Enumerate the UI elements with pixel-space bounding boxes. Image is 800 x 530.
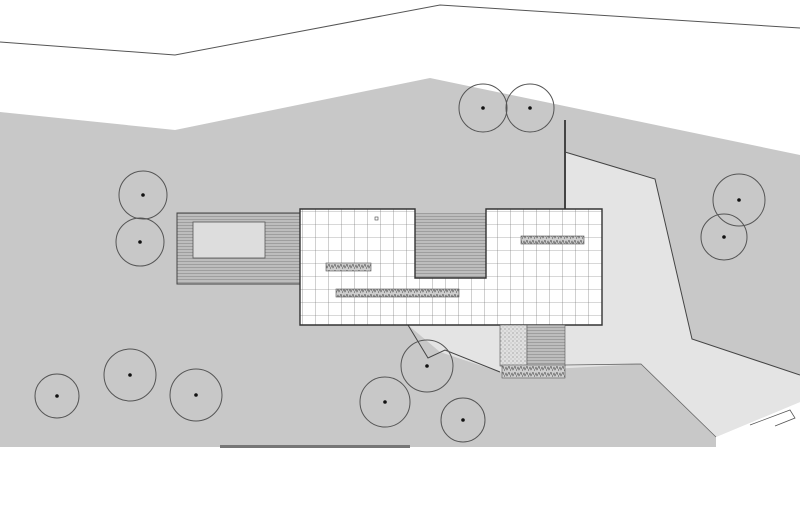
tree-canopy: [440, 397, 486, 443]
entry-planter: [501, 364, 566, 379]
skylight-marker: [374, 216, 379, 221]
tree-canopy-icon: [103, 348, 157, 402]
tree-canopy-icon: [34, 373, 80, 419]
planter-1: [325, 262, 372, 272]
ground-white: [0, 447, 800, 530]
tree-canopy: [505, 83, 555, 133]
planter-3: [520, 235, 585, 245]
courtyard-deck: [415, 213, 486, 279]
driveway-edge: [564, 151, 800, 376]
entry-steps: [526, 324, 566, 367]
tree-canopy: [103, 348, 157, 402]
tree-canopy-icon: [359, 376, 411, 428]
tree-canopy-icon: [118, 170, 168, 220]
tree-canopy-icon: [400, 339, 454, 393]
property-boundary-line: [0, 4, 800, 56]
entry-gravel: [499, 324, 528, 367]
west-deck-inset: [192, 221, 266, 259]
trees: [34, 83, 766, 443]
tree-canopy: [359, 376, 411, 428]
tree-trunk: [737, 198, 741, 202]
tree-canopy: [458, 83, 508, 133]
tree-canopy: [118, 170, 168, 220]
tree-canopy-icon: [458, 83, 508, 133]
tree-trunk: [128, 373, 132, 377]
tree-canopy: [115, 217, 165, 267]
tree-canopy-icon: [115, 217, 165, 267]
tree-canopy-icon: [700, 213, 748, 261]
tree-canopy-icon: [440, 397, 486, 443]
tree-trunk: [194, 393, 198, 397]
planter-2: [335, 288, 460, 298]
tree-trunk: [138, 240, 142, 244]
tree-trunk: [425, 364, 429, 368]
tree-canopy: [712, 173, 766, 227]
tree-canopy-icon: [505, 83, 555, 133]
tree-canopy: [34, 373, 80, 419]
gate-line: [749, 409, 796, 427]
tree-trunk: [461, 418, 465, 422]
tree-canopy-icon: [712, 173, 766, 227]
tree-trunk: [383, 400, 387, 404]
tree-trunk: [722, 235, 726, 239]
tree-trunk: [481, 106, 485, 110]
building: [176, 208, 603, 379]
driveway-lower: [716, 402, 800, 447]
lower-terrace-edge: [564, 363, 717, 438]
bottom-wall: [220, 445, 410, 448]
tree-canopy: [700, 213, 748, 261]
tree-canopy: [400, 339, 454, 393]
tree-trunk: [141, 193, 145, 197]
tree-canopy-icon: [169, 368, 223, 422]
tree-trunk: [528, 106, 532, 110]
tree-trunk: [55, 394, 59, 398]
tree-canopy: [169, 368, 223, 422]
